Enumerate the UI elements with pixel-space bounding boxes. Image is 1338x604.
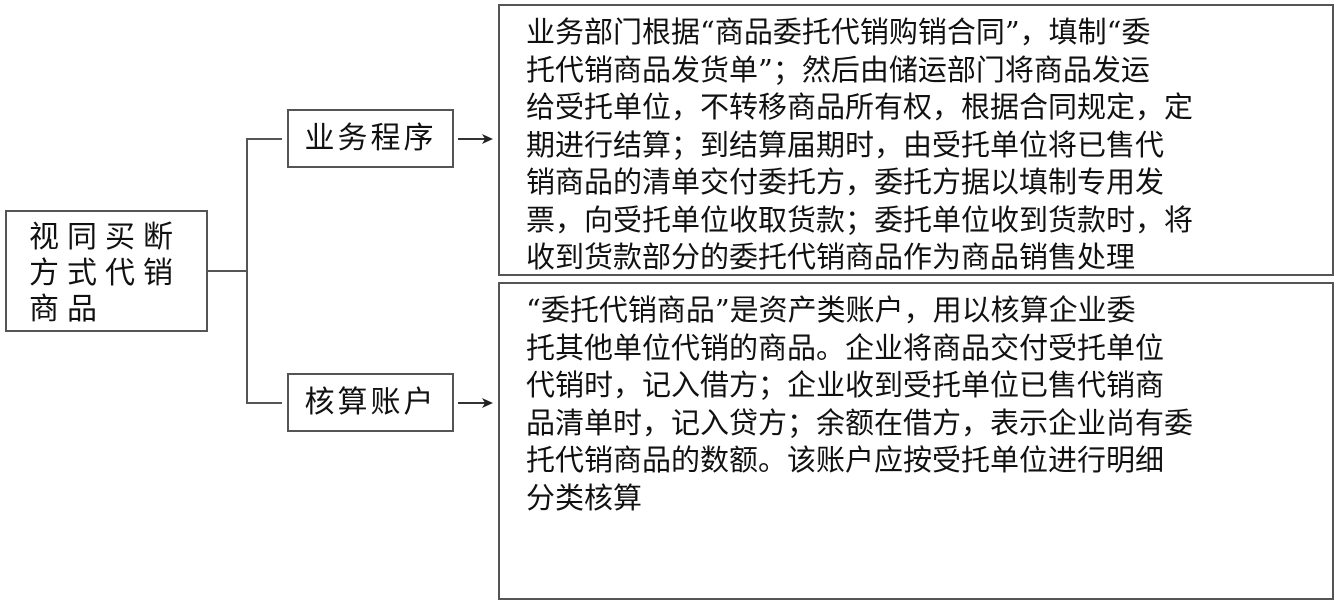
- detail-text-line: 托代销商品的数额。该账户应按受托单位进行明细: [526, 443, 1165, 477]
- branch-connector-line-2: [246, 402, 282, 404]
- branch-node-business-procedure: 业务程序: [287, 109, 454, 168]
- detail-text-line: 分类核算: [526, 480, 643, 515]
- branch-node-label: 业务程序: [304, 121, 437, 156]
- detail-box-business-procedure: 业务部门根据“商品委托代销购销合同”，填制“委托代销商品发货单”；然后由储运部门…: [498, 4, 1334, 276]
- detail-text-line: 给受托单位，不转移商品所有权，根据合同规定，定: [526, 90, 1194, 124]
- branch-node-label: 核算账户: [304, 385, 437, 420]
- detail-text-line: 期进行结算；到结算届期时，由受托单位将已售代: [526, 127, 1165, 162]
- branch-connector-line-1: [246, 138, 282, 140]
- detail-box-accounting-account: “委托代销商品”是资产类账户，用以核算企业委托其他单位代销的商品。企业将商品交付…: [498, 282, 1334, 600]
- arrow-right-icon: [458, 397, 494, 409]
- detail-text-line: 品清单时，记入贷方；余额在借方，表示企业尚有委: [526, 405, 1194, 440]
- branch-node-accounting-account: 核算账户: [287, 373, 454, 432]
- root-node-box: 视同买断方式代销商品: [5, 210, 208, 332]
- detail-text-line: 票，向受托单位收取货款；委托单位收到货款时，将: [526, 202, 1194, 237]
- detail-text-line: 托其他单位代销的商品。企业将商品交付受托单位: [526, 330, 1165, 365]
- detail-text-line: 代销时，记入借方；企业收到受托单位已售代销商: [526, 368, 1165, 402]
- detail-text-line: 托代销商品发货单”；然后由储运部门将商品发运: [526, 52, 1150, 87]
- detail-text-line: 销商品的清单交付委托方，委托方据以填制专用发: [526, 165, 1165, 199]
- arrow-right-icon: [458, 133, 494, 145]
- detail-text: “委托代销商品”是资产类账户，用以核算企业委托其他单位代销的商品。企业将商品交付…: [526, 292, 1322, 517]
- bracket-vertical-line: [246, 138, 248, 404]
- detail-text-line: “委托代销商品”是资产类账户，用以核算企业委: [526, 293, 1136, 327]
- root-node-label: 视同买断方式代销商品: [29, 220, 181, 327]
- detail-text-line: 收到货款部分的委托代销商品作为商品销售处理: [526, 240, 1136, 274]
- detail-text: 业务部门根据“商品委托代销购销合同”，填制“委托代销商品发货单”；然后由储运部门…: [526, 14, 1322, 274]
- detail-text-line: 业务部门根据“商品委托代销购销合同”，填制“委: [526, 15, 1151, 49]
- root-connector-line: [208, 270, 248, 272]
